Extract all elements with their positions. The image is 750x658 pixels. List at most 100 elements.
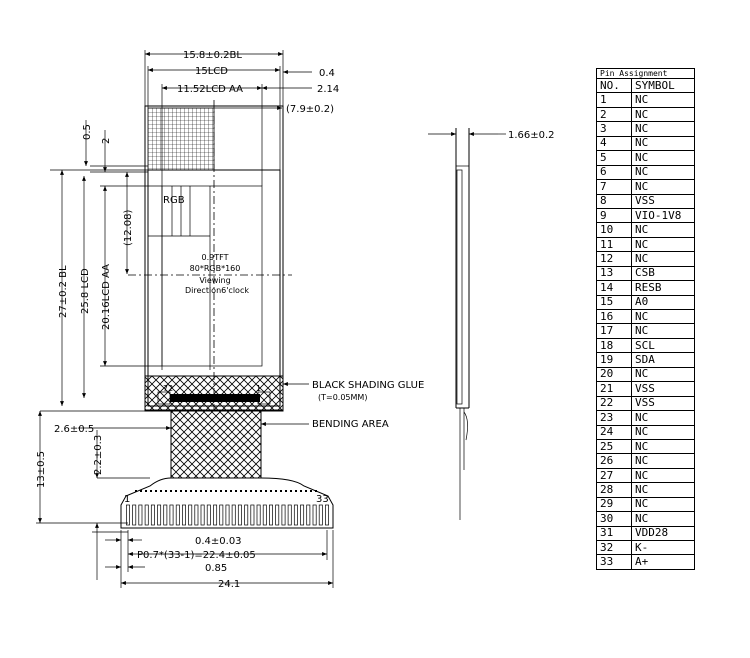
driver-ic <box>170 394 260 402</box>
glue-band <box>144 375 284 411</box>
pin-number: 14 <box>596 280 632 296</box>
pin-symbol: SDA <box>631 352 695 368</box>
fpc-finger <box>182 504 186 526</box>
pin-symbol: NC <box>631 121 695 137</box>
pin-number: 4 <box>596 135 632 152</box>
fpc-finger <box>138 504 143 526</box>
fpc-finger <box>200 504 205 526</box>
fpc-finger <box>219 504 224 526</box>
fpc-fingers <box>126 504 329 526</box>
fpc-finger <box>188 504 193 526</box>
dim-fpc-22: 2.2±0.3 <box>93 435 104 475</box>
fpc-finger <box>175 504 180 526</box>
pin-symbol: NC <box>631 164 695 181</box>
dim-offset-214: 2.14 <box>317 84 339 95</box>
fpc-finger <box>250 504 255 526</box>
grid-block <box>147 107 215 171</box>
pin-number: 6 <box>596 164 632 181</box>
pin-symbol: NC <box>631 453 695 469</box>
dim-lcd-width: 15LCD <box>195 66 228 77</box>
pin-number: 31 <box>596 525 632 542</box>
fpc-finger <box>126 504 130 526</box>
callout-bending: BENDING AREA <box>312 419 389 430</box>
pin-number: 7 <box>596 179 632 195</box>
dim-aa-offset: (12.08) <box>123 209 134 246</box>
pin-symbol: NC <box>631 106 695 123</box>
fpc-finger <box>293 504 298 526</box>
pin-number: 12 <box>596 251 632 267</box>
pin-number: 30 <box>596 511 632 527</box>
pin-symbol: VSS <box>631 193 695 209</box>
pin-number: 23 <box>596 410 632 426</box>
pin-number: 3 <box>596 121 632 137</box>
dim-fpc-offset: 2.6±0.5 <box>54 424 94 435</box>
dim-fpc-height: 13±0.5 <box>36 451 47 488</box>
dim-bl-height: 27±0.2 BL <box>58 265 69 318</box>
pin-number: 32 <box>596 539 632 556</box>
fpc-finger <box>157 504 162 526</box>
side-view: 1.66±0.2 <box>428 128 555 520</box>
fpc-finger <box>150 504 155 526</box>
pad-label-left: 72 <box>163 384 173 393</box>
bending-area <box>170 409 262 479</box>
callout-glue: BLACK SHADING GLUE <box>312 380 424 391</box>
pad-label-right: 1 <box>256 384 261 393</box>
dim-lcd-height: 25.8 LCD <box>80 268 91 314</box>
pin-number: 22 <box>596 395 632 412</box>
dim-pitch-total: P0.7*(33-1)=22.4±0.05 <box>137 550 256 561</box>
fpc-finger <box>256 504 261 526</box>
dim-offset-79: (7.9±0.2) <box>286 104 334 115</box>
fpc-finger <box>163 504 168 526</box>
fpc-finger <box>213 504 218 526</box>
pin-symbol: A+ <box>631 554 695 570</box>
fpc-finger <box>194 504 199 526</box>
center-text-4: Direction6'clock <box>185 286 249 295</box>
pin-number: 1 <box>596 92 632 108</box>
pin-symbol: SCL <box>631 337 695 354</box>
pin-symbol: CSB <box>631 265 695 282</box>
pin-symbol: A0 <box>631 294 695 311</box>
pin-symbol: VSS <box>631 395 695 412</box>
fpc-finger <box>318 504 323 526</box>
pin-symbol: NC <box>631 251 695 267</box>
pin-number: 33 <box>596 554 632 570</box>
pin-number: 5 <box>596 150 632 166</box>
dim-edge-085: 0.85 <box>205 563 227 574</box>
pin-symbol: K- <box>631 539 695 556</box>
pin-symbol: NC <box>631 150 695 166</box>
center-text-1: 0.9TFT <box>202 253 229 262</box>
pin-symbol: NC <box>631 482 695 498</box>
dim-bl-width: 15.8±0.2BL <box>183 50 242 61</box>
pin-table-header-symbol: SYMBOL <box>631 77 695 94</box>
fpc-finger <box>269 504 273 526</box>
dim-aa-height: 20.16LCD AA <box>101 264 112 330</box>
center-text-2: 80*RGB*160 <box>190 264 241 273</box>
rgb-label: RGB <box>163 195 185 206</box>
pin-number: 19 <box>596 352 632 368</box>
dim-offset-04: 0.4 <box>319 68 335 79</box>
fpc-finger <box>225 504 230 526</box>
fpc-finger <box>281 504 286 526</box>
